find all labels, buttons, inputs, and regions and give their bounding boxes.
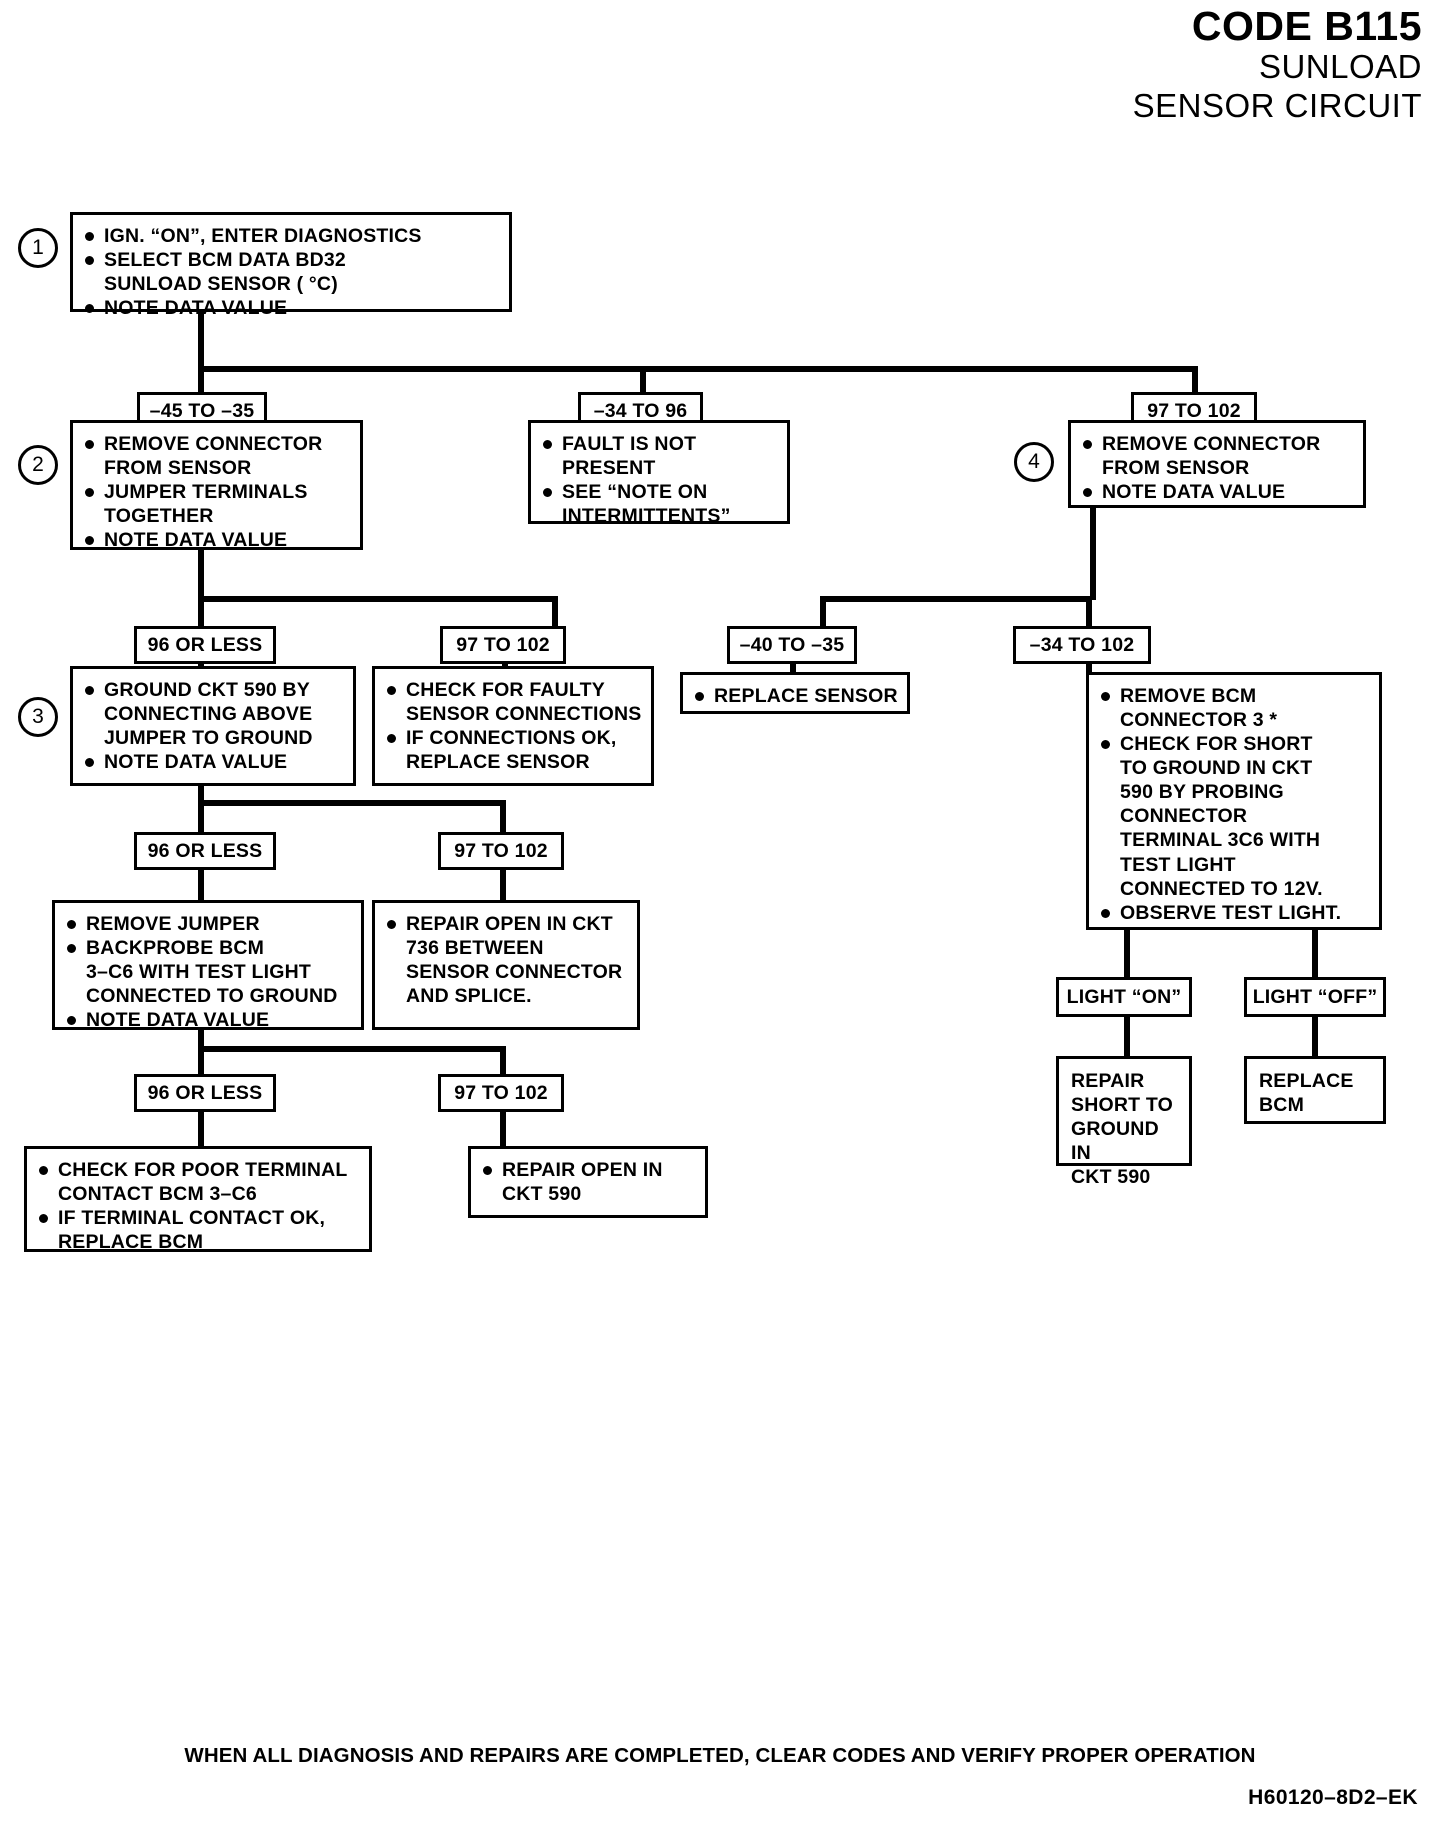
range-label-96-or-less-b: 96 OR LESS [134, 832, 276, 870]
connector-bus4-to-96less [198, 1046, 204, 1078]
range-label-97-to-102-b: 97 TO 102 [440, 626, 566, 664]
connector-lightoff-down [1312, 1015, 1318, 1057]
connector-bus2r-to-m34 [1086, 596, 1092, 626]
process-box-remove-jumper: REMOVE JUMPER BACKPROBE BCM 3–C6 WITH TE… [52, 900, 364, 1032]
connector-bus-level4 [198, 1046, 504, 1052]
range-label-light-on: LIGHT “ON” [1056, 977, 1192, 1017]
range-label-97-to-102-c: 97 TO 102 [438, 832, 564, 870]
connector-b2-down [198, 550, 204, 600]
box2-line-2: JUMPER TERMINALS TOGETHER [83, 480, 352, 528]
remove-jumper-line-3: NOTE DATA VALUE [65, 1008, 353, 1032]
page-subtitle-line2: SENSOR CIRCUIT [1132, 86, 1422, 124]
poor-terminal-line-1: CHECK FOR POOR TERMINAL CONTACT BCM 3–C6 [37, 1158, 361, 1206]
process-box-repair-open-ckt590: REPAIR OPEN IN CKT 590 [468, 1146, 708, 1218]
bcm-line-3: OBSERVE TEST LIGHT. [1099, 901, 1371, 925]
connector-bus4-to-97102 [500, 1046, 506, 1078]
step-marker-2: 2 [18, 445, 58, 485]
connector-bcm-down-right [1312, 930, 1318, 980]
process-box-repair-short-ckt590: REPAIR SHORT TO GROUND IN CKT 590 [1056, 1056, 1192, 1188]
connector-97102-d-down [500, 1110, 506, 1148]
poor-terminal-line-2: IF TERMINAL CONTACT OK, REPLACE BCM [37, 1206, 361, 1254]
process-box-check-poor-terminal: CHECK FOR POOR TERMINAL CONTACT BCM 3–C6… [24, 1146, 372, 1254]
connector-96less-c-down [198, 1110, 204, 1148]
page-header: CODE B115 SUNLOAD SENSOR CIRCUIT [1132, 3, 1422, 126]
step-marker-4: 4 [1014, 442, 1054, 482]
range-label-light-off: LIGHT “OFF” [1244, 977, 1386, 1017]
box3-line-1: GROUND CKT 590 BY CONNECTING ABOVE JUMPE… [83, 678, 345, 750]
repair-736-line-1: REPAIR OPEN IN CKT 736 BETWEEN SENSOR CO… [385, 912, 629, 1008]
range-label-96-or-less-a: 96 OR LESS [134, 626, 276, 664]
box4-line-1: REMOVE CONNECTOR FROM SENSOR [1081, 432, 1355, 480]
fault-box-line-2: SEE “NOTE ON INTERMITTENTS” [541, 480, 779, 528]
replace-sensor-line-1: REPLACE SENSOR [693, 684, 899, 708]
connector-lighton-down [1124, 1015, 1130, 1057]
page-title-code: CODE B115 [1191, 3, 1422, 49]
range-label-minus34-to-102: –34 TO 102 [1013, 626, 1151, 664]
process-box-bcm-short-test: REMOVE BCM CONNECTOR 3 * CHECK FOR SHORT… [1086, 672, 1382, 930]
check-faulty-line-2: IF CONNECTIONS OK, REPLACE SENSOR [385, 726, 643, 774]
footer-doc-code: H60120–8D2–EK [1248, 1786, 1418, 1809]
connector-bcm-down-left [1124, 930, 1130, 980]
bcm-line-2: CHECK FOR SHORT TO GROUND IN CKT 590 BY … [1099, 732, 1371, 901]
connector-bus-level1 [198, 366, 1198, 372]
connector-bus2r-to-m40 [820, 596, 826, 626]
connector-bus-to-label-a [198, 366, 204, 394]
connector-96less-b-down [198, 866, 204, 902]
fault-box-line-1: FAULT IS NOT PRESENT [541, 432, 779, 480]
range-label-minus40-to-minus35: –40 TO –35 [727, 626, 857, 664]
connector-b4-down [1090, 508, 1096, 600]
connector-bus-level3 [198, 800, 504, 806]
box4-line-2: NOTE DATA VALUE [1081, 480, 1355, 504]
connector-b1-down [198, 310, 204, 372]
process-box-step3: GROUND CKT 590 BY CONNECTING ABOVE JUMPE… [70, 666, 356, 786]
connector-bus2-to-97102 [552, 596, 558, 626]
box3-line-2: NOTE DATA VALUE [83, 750, 345, 774]
range-label-96-or-less-c: 96 OR LESS [134, 1074, 276, 1112]
footer-note: WHEN ALL DIAGNOSIS AND REPAIRS ARE COMPL… [184, 1744, 1256, 1767]
step-marker-3: 3 [18, 697, 58, 737]
check-faulty-line-1: CHECK FOR FAULTY SENSOR CONNECTIONS [385, 678, 643, 726]
process-box-fault-not-present: FAULT IS NOT PRESENT SEE “NOTE ON INTERM… [528, 420, 790, 527]
remove-jumper-line-1: REMOVE JUMPER [65, 912, 353, 936]
connector-bus-level2-left [198, 596, 558, 602]
process-box-replace-sensor: REPLACE SENSOR [680, 672, 910, 714]
connector-bus2-to-96less [198, 596, 204, 626]
box2-line-1: REMOVE CONNECTOR FROM SENSOR [83, 432, 352, 480]
process-box-replace-bcm-right: REPLACE BCM [1244, 1056, 1386, 1124]
connector-bus3-to-96less [198, 800, 204, 834]
connector-bus-to-label-b [640, 366, 646, 394]
box1-line-1: IGN. “ON”, ENTER DIAGNOSTICS [83, 224, 501, 248]
repair-590-line-1: REPAIR OPEN IN CKT 590 [481, 1158, 697, 1206]
connector-bus-to-label-c [1192, 366, 1198, 394]
page-subtitle-line1: SUNLOAD [1258, 47, 1422, 85]
bcm-line-1: REMOVE BCM CONNECTOR 3 * [1099, 684, 1371, 732]
remove-jumper-line-2: BACKPROBE BCM 3–C6 WITH TEST LIGHT CONNE… [65, 936, 353, 1008]
range-label-97-to-102-d: 97 TO 102 [438, 1074, 564, 1112]
step-marker-1: 1 [18, 228, 58, 268]
connector-bus-level2-right [820, 596, 1092, 602]
process-box-step1: IGN. “ON”, ENTER DIAGNOSTICS SELECT BCM … [70, 212, 512, 319]
process-box-step2: REMOVE CONNECTOR FROM SENSOR JUMPER TERM… [70, 420, 363, 552]
box1-line-2: SELECT BCM DATA BD32 SUNLOAD SENSOR ( °C… [83, 248, 501, 296]
box2-line-3: NOTE DATA VALUE [83, 528, 352, 552]
process-box-step4: REMOVE CONNECTOR FROM SENSOR NOTE DATA V… [1068, 420, 1366, 508]
box1-line-3: NOTE DATA VALUE [83, 296, 501, 320]
connector-97102-c-down [500, 866, 506, 902]
process-box-check-faulty-connections: CHECK FOR FAULTY SENSOR CONNECTIONS IF C… [372, 666, 654, 786]
process-box-repair-open-ckt736: REPAIR OPEN IN CKT 736 BETWEEN SENSOR CO… [372, 900, 640, 1030]
connector-bus3-to-97102 [500, 800, 506, 834]
